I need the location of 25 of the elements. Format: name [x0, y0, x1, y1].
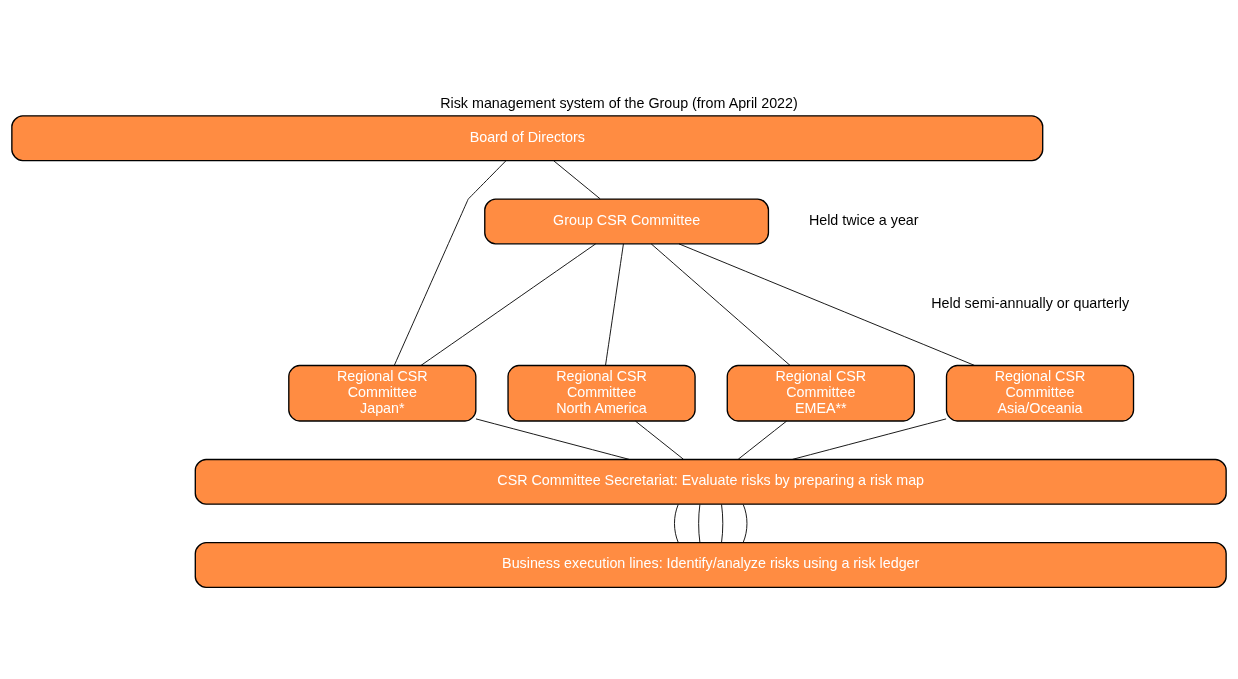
connector — [737, 420, 787, 460]
connector — [742, 503, 748, 543]
node-box: CSR Committee Secretariat: Evaluate risks by preparing a risk map — [194, 458, 1227, 505]
node-box: Regional CSR Committee Asia/Oceania — [945, 364, 1135, 422]
connector — [650, 242, 791, 366]
node-box: Board of Directors — [11, 114, 1044, 161]
connector — [721, 503, 724, 543]
connector — [635, 420, 684, 460]
connector — [792, 417, 947, 460]
node-box: Regional CSR Committee Japan* — [288, 364, 477, 422]
connector — [698, 503, 701, 543]
connector — [605, 242, 624, 366]
connector — [553, 159, 601, 199]
connector — [475, 417, 630, 460]
connector — [420, 242, 597, 366]
connector — [393, 159, 507, 366]
node-box: Business execution lines: Identify/analyze risks using a risk ledger — [194, 541, 1227, 588]
diagram-title: Risk management system of the Group (from April 2022) — [440, 94, 798, 111]
connector — [678, 242, 975, 366]
node-box: Group CSR Committee — [484, 197, 770, 244]
connector — [674, 503, 679, 543]
node-box: Regional CSR Committee EMEA** — [726, 364, 915, 422]
node-box: Regional CSR Committee North America — [507, 364, 696, 422]
label: Held semi-annually or quarterly — [931, 294, 1130, 311]
node-label: Held twice a year — [808, 211, 919, 228]
